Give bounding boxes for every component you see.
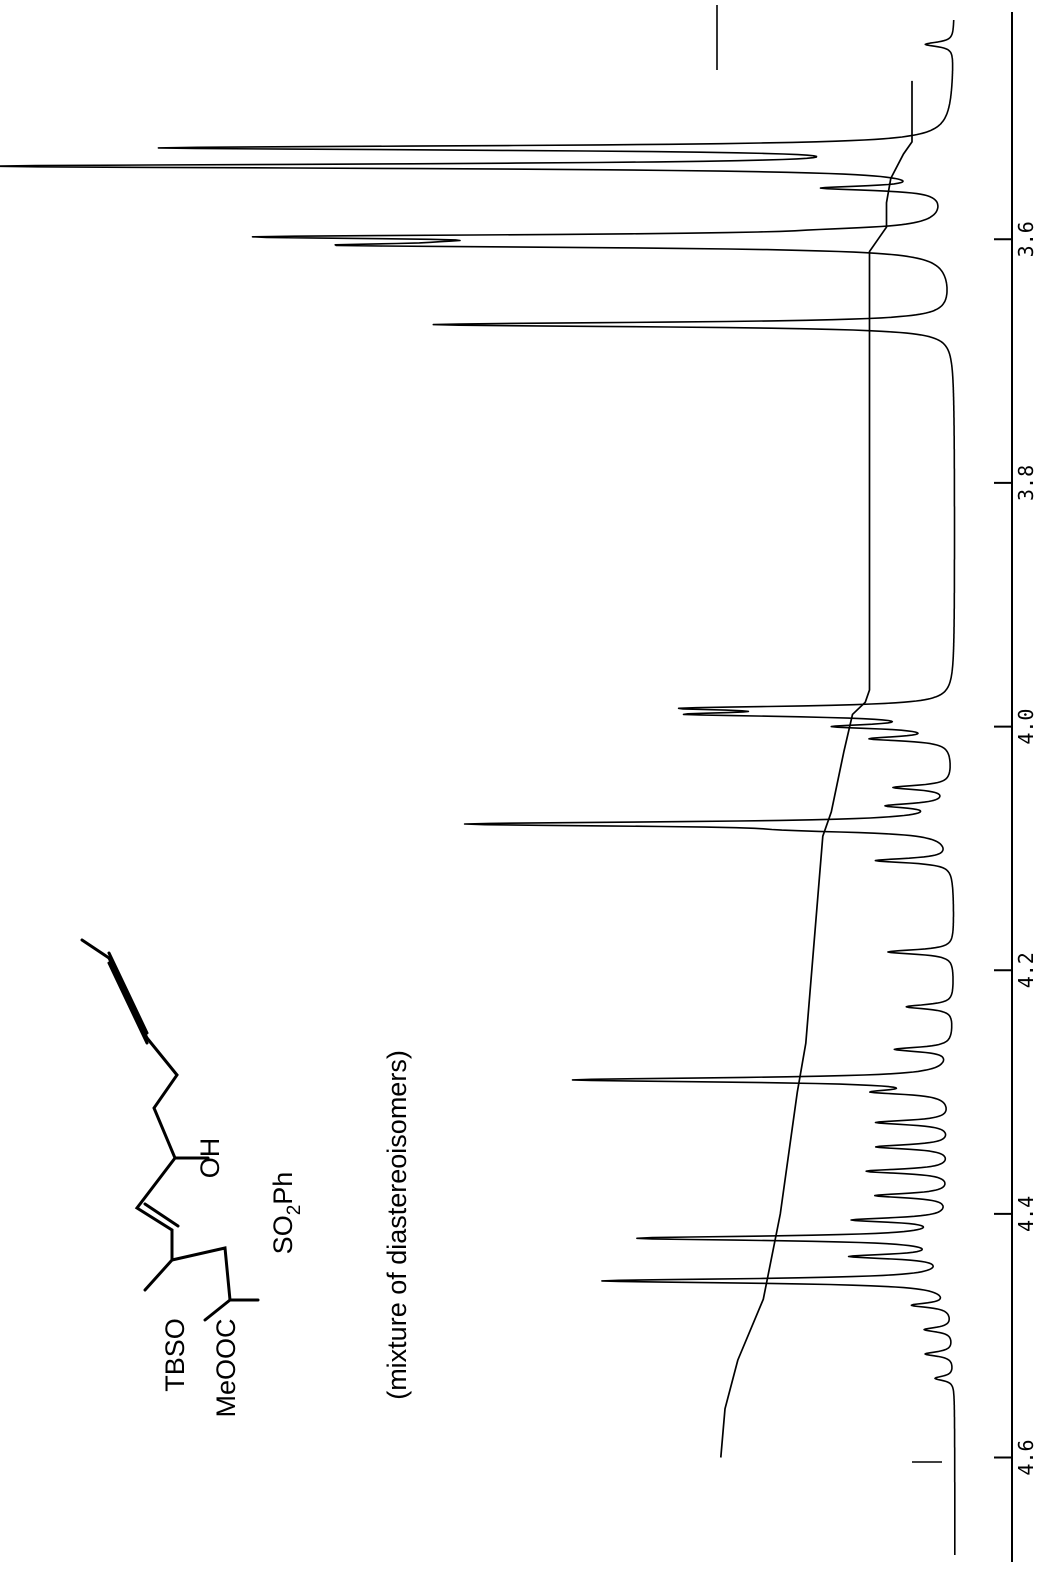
so2ph-subscript: 2: [284, 1205, 305, 1216]
meooc-label: MeOOC: [211, 1318, 241, 1417]
tbso-label: TBSO: [160, 1318, 190, 1392]
axis-tick-label: 4.4: [1014, 1196, 1038, 1232]
integral-curve: [719, 80, 913, 1458]
alkyne-methyl-bond: [80, 938, 111, 960]
so2ph-label: SO2Ph: [268, 1172, 305, 1255]
chemical-shift-axis: 3.6 3.8 4.0 4.2 4.4 4.6: [994, 12, 1038, 1562]
axis-tick-label: 3.6: [1014, 221, 1038, 257]
tbso-methylene-bond: [143, 1258, 174, 1292]
axis-tick-label: 4.0: [1014, 709, 1038, 745]
spectrum-trace: [0, 19, 956, 1556]
oh-label: OH: [195, 1138, 225, 1179]
alkene-double-bond: [143, 1202, 180, 1228]
so2ph-prefix: SO: [268, 1215, 298, 1254]
so2ph-suffix: Ph: [268, 1172, 298, 1205]
diastereoisomers-note: (mixture of diastereoisomers): [382, 1050, 412, 1400]
baseline-guides: [716, 5, 942, 1463]
alkyne-triple-bond: [107, 951, 149, 1045]
chain-bonds: [134, 1036, 179, 1262]
ester-bond: [203, 1298, 232, 1322]
sulfonyl-chain-bonds: [170, 1246, 232, 1302]
axis-tick-label: 4.2: [1014, 952, 1038, 988]
axis-tick-label: 3.8: [1014, 465, 1038, 501]
chemical-structure: [80, 938, 260, 1322]
axis-tick-label: 4.6: [1014, 1439, 1038, 1475]
